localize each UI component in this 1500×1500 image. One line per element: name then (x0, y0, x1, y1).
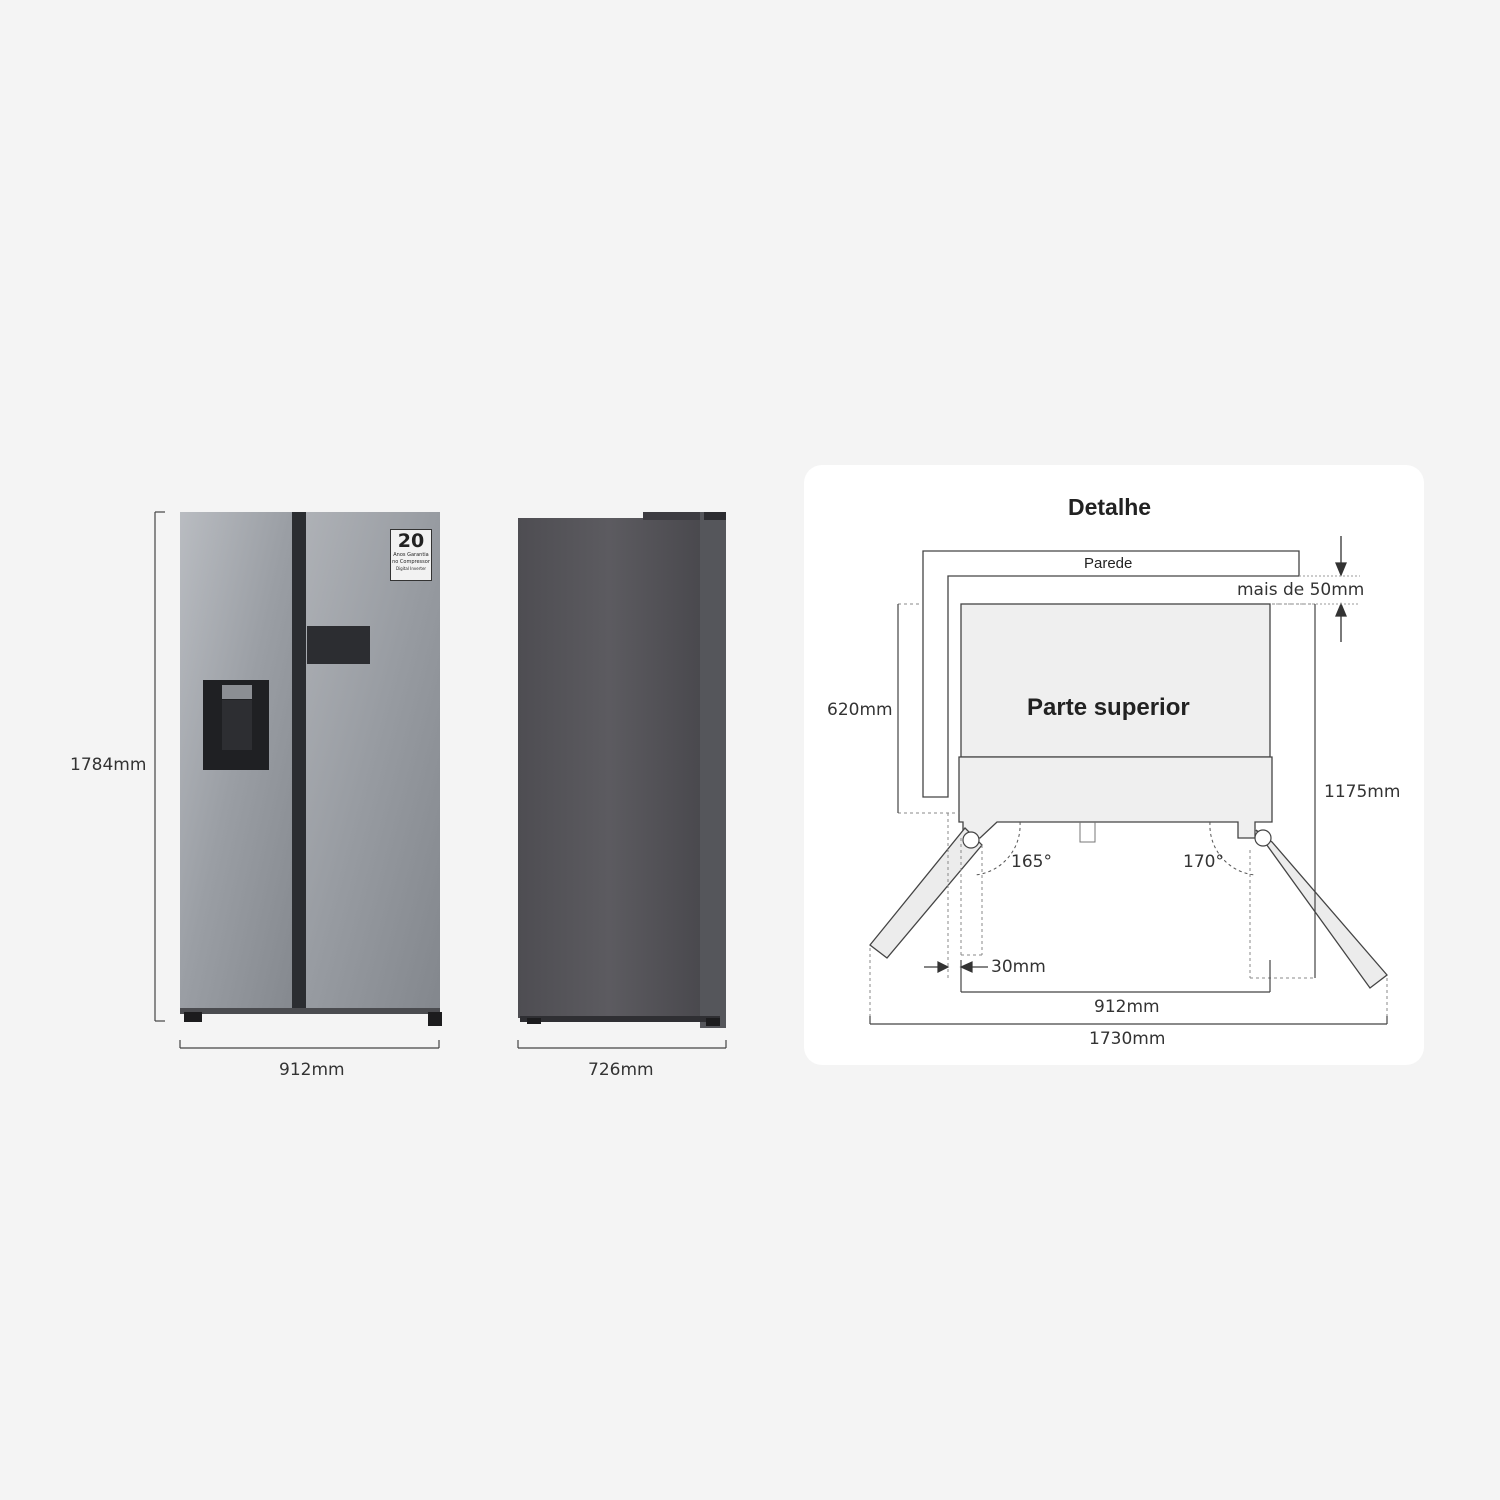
warranty-badge-number: 20 (397, 530, 425, 552)
detail-title: Detalhe (1068, 494, 1152, 520)
clearance-label: 30mm (991, 957, 1046, 977)
detail-width-dimension (960, 960, 1271, 993)
front-width-dimension (179, 1040, 440, 1049)
angle-right-label: 170° (1183, 852, 1224, 872)
angle-arcs (974, 821, 1256, 876)
opened-door-right (1255, 829, 1388, 989)
warranty-badge-line2: no Compressor (392, 559, 430, 565)
front-width-label: 912mm (279, 1060, 345, 1080)
warranty-badge: 20 Anos Garantia no Compressor Digital I… (390, 529, 432, 581)
side-depth-dimension (517, 1040, 727, 1049)
depth-label: 620mm (827, 700, 893, 720)
wall-shape (922, 550, 1300, 798)
clearance-arrows (924, 961, 988, 973)
opened-door-left (869, 827, 983, 959)
warranty-badge-line1: Anos Garantia (393, 552, 429, 558)
side-depth-label: 726mm (588, 1060, 654, 1080)
fridge-side (518, 512, 726, 1028)
fridge-top-body (960, 603, 1271, 758)
front-height-label: 1784mm (70, 755, 147, 775)
warranty-badge-line3: Digital Inverter (395, 566, 427, 571)
detail-width-label: 912mm (1094, 997, 1160, 1017)
top-label: Parte superior (1027, 694, 1190, 721)
control-display (307, 626, 370, 664)
angle-left-label: 165° (1011, 852, 1052, 872)
detail-open-width-label: 1730mm (1089, 1029, 1166, 1049)
fridge-front (180, 512, 442, 1026)
detail-open-width-dimension (869, 1016, 1388, 1025)
wall-label: Parede (1084, 555, 1133, 572)
gap-label: mais de 50mm (1237, 580, 1365, 600)
front-height-dimension (154, 511, 165, 1022)
gap-arrows (1335, 536, 1347, 642)
open-depth-label: 1175mm (1324, 782, 1401, 802)
fridge-door-top (958, 756, 1273, 839)
